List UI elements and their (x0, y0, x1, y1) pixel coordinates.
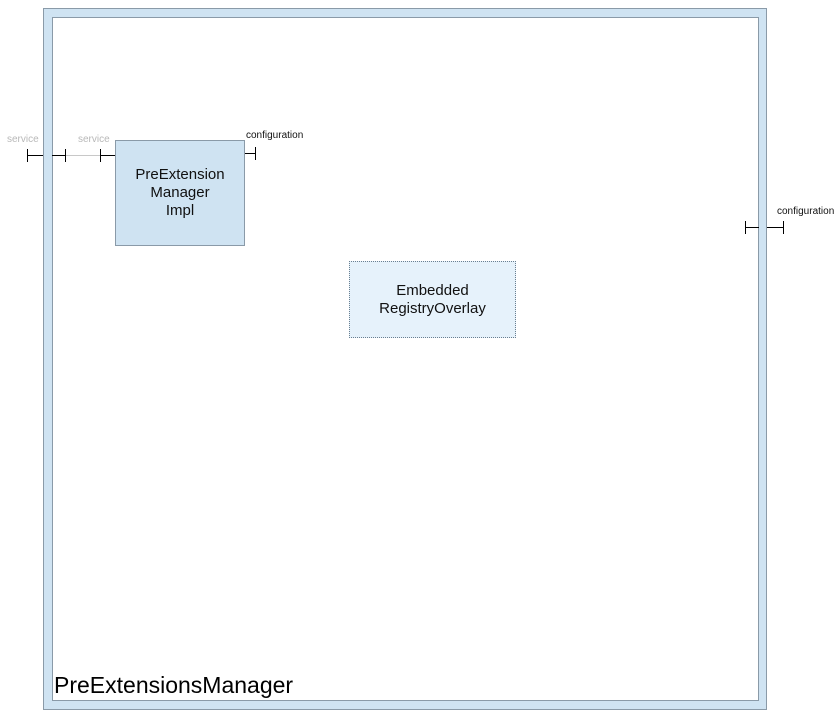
outer-configuration-label: configuration (777, 206, 835, 217)
impl-label-line1: PreExtension (135, 166, 225, 183)
component-inner-area (52, 17, 759, 701)
pre-extension-manager-impl-node[interactable]: PreExtension Manager Impl (115, 140, 245, 246)
impl-label-line2: Manager (150, 184, 210, 201)
impl-configuration-label: configuration (246, 130, 304, 141)
impl-label-line3: Impl (165, 202, 195, 219)
impl-configuration-port (245, 147, 256, 160)
inner-service-label: service (78, 134, 110, 145)
service-port-impl (100, 149, 115, 162)
service-port-boundary (52, 149, 66, 162)
outer-service-label: service (7, 134, 39, 145)
configuration-port-boundary (745, 221, 759, 234)
overlay-label-line1: Embedded (396, 281, 469, 299)
configuration-port-outer (767, 221, 784, 234)
service-port-outer (27, 149, 43, 162)
component-title: PreExtensionsManager (54, 672, 294, 698)
overlay-label-line2: RegistryOverlay (379, 299, 486, 317)
embedded-registry-overlay-node[interactable]: Embedded RegistryOverlay (349, 261, 516, 338)
